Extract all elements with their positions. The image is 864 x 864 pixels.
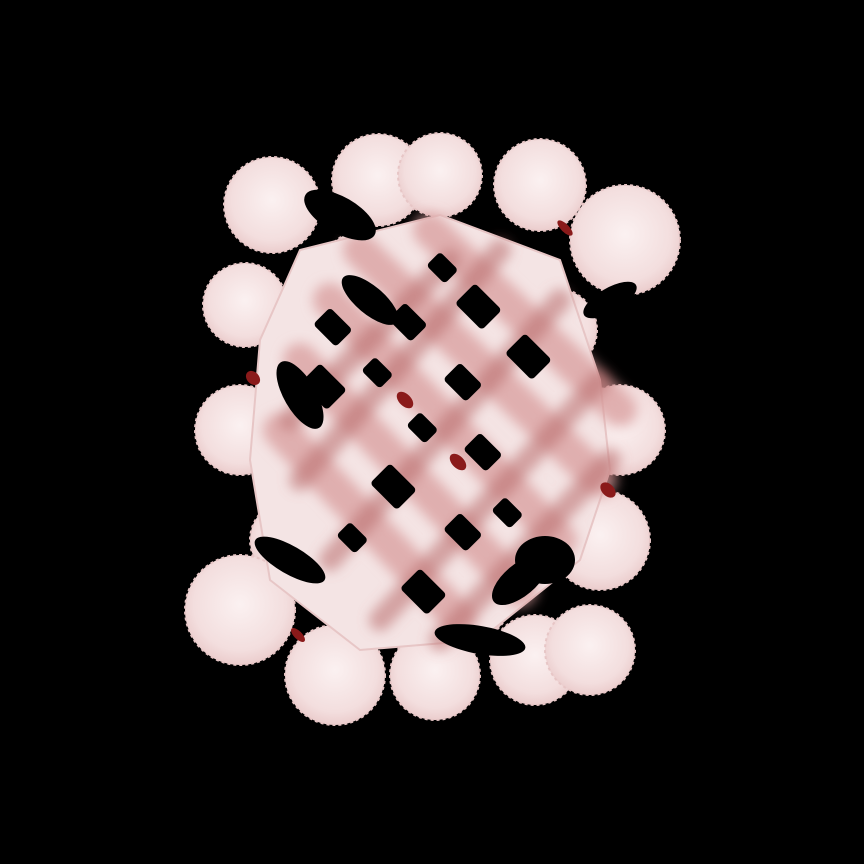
lattice-hole (337, 523, 367, 553)
lattice-hole (456, 284, 501, 329)
peripheral-gap (304, 189, 376, 241)
lattice-hole (389, 304, 426, 341)
dark-red-spot (291, 628, 305, 642)
dark-red-spot (449, 453, 467, 471)
lattice-hole (427, 253, 457, 283)
peripheral-gap (276, 361, 324, 429)
lattice-hole (492, 498, 522, 528)
lattice-hole (401, 569, 446, 614)
band-diagonal-down (343, 233, 617, 497)
lobe (544, 604, 636, 696)
lattice-hole (444, 364, 481, 401)
lobe (569, 184, 681, 296)
lattice-hole (314, 309, 351, 346)
lattice-hole (407, 413, 437, 443)
peripheral-gap (515, 536, 575, 584)
dark-red-spot (396, 391, 414, 409)
lattice-hole (362, 358, 392, 388)
peripheral-gap (254, 536, 326, 584)
lattice-hole (301, 364, 346, 409)
peripheral-gap (434, 624, 526, 656)
lattice-hole (371, 464, 416, 509)
lattice-holes (254, 189, 637, 656)
band-diagonal-up (289, 239, 511, 491)
lattice-hole (464, 434, 501, 471)
lattice-hole (506, 334, 551, 379)
lobe (493, 138, 587, 232)
lobe (397, 132, 483, 218)
lattice-hole (444, 514, 481, 551)
dark-red-spot (600, 482, 616, 498)
dark-red-spots (245, 220, 616, 642)
peripheral-gap (583, 281, 637, 319)
dark-red-spot (557, 220, 573, 236)
dark-red-spot (245, 370, 261, 386)
peripheral-gap (341, 275, 399, 325)
lobe (184, 554, 296, 666)
